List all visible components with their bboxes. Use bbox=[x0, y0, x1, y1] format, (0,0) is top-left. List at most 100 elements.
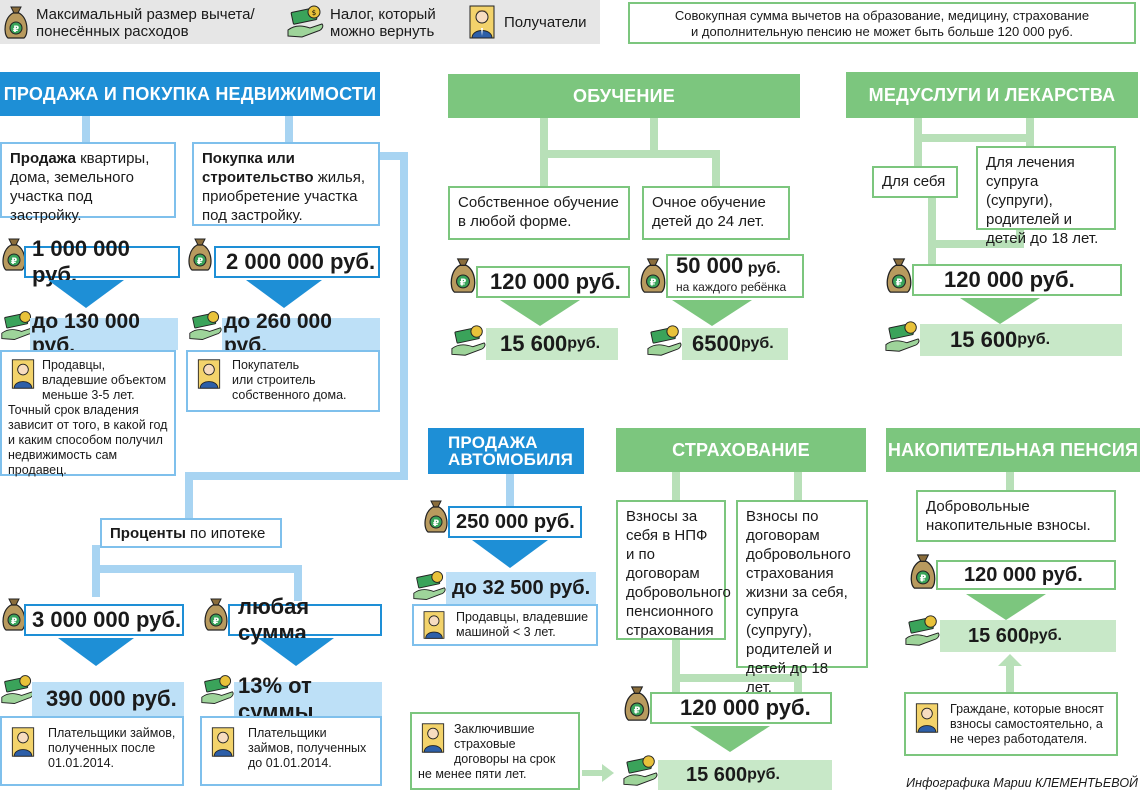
mortgage-lead: Проценты bbox=[110, 525, 186, 542]
education-own-amount-value: 120 000 руб. bbox=[490, 269, 621, 294]
connector bbox=[1026, 118, 1034, 148]
svg-text:₽: ₽ bbox=[11, 617, 17, 627]
car-refund: до 32 500 руб. bbox=[446, 572, 596, 604]
medical-refund: 15 600 руб. bbox=[920, 324, 1122, 356]
connector bbox=[378, 152, 408, 160]
sale-note: Продавцы, владевшие объектом меньше 3-5 … bbox=[0, 350, 176, 477]
connector bbox=[676, 674, 798, 682]
connector bbox=[794, 666, 802, 698]
money-bag-icon: ₽ bbox=[624, 686, 650, 721]
connector bbox=[82, 116, 90, 144]
mortgage-right-note: Плательщики займов, полученных до 01.01.… bbox=[200, 716, 382, 786]
insurance-amount: 120 000 руб. bbox=[650, 692, 832, 724]
total-limit-note: Совокупная сумма вычетов на образование,… bbox=[628, 2, 1136, 44]
car-refund-value: до 32 500 руб. bbox=[452, 576, 591, 599]
pension-refund-value: 15 600 bbox=[968, 624, 1030, 647]
connector bbox=[285, 116, 293, 144]
medical-refund-value: 15 600 bbox=[950, 327, 1018, 352]
mortgage-text: по ипотеке bbox=[185, 525, 266, 542]
purchase-lead: Покупка или строительство bbox=[202, 150, 314, 186]
car-header: ПРОДАЖА АВТОМОБИЛЯ bbox=[428, 428, 584, 474]
money-bag-icon: ₽ bbox=[910, 554, 936, 589]
money-hand-icon bbox=[885, 321, 920, 352]
svg-text:₽: ₽ bbox=[460, 278, 467, 289]
pension-contrib-box: Добровольные накопительные взносы. bbox=[916, 490, 1116, 542]
education-children-box: Очное обучение детей до 24 лет. bbox=[642, 186, 790, 240]
money-hand-icon bbox=[451, 325, 486, 356]
connector bbox=[928, 196, 936, 266]
purchase-note: Покупатель или строитель собственного до… bbox=[186, 350, 380, 412]
education-own-refund: 15 600 руб. bbox=[486, 328, 618, 360]
sale-note-text: Продавцы, владевшие объектом меньше 3-5 … bbox=[8, 358, 168, 477]
money-bag-icon: ₽ bbox=[188, 238, 212, 271]
money-hand-icon bbox=[905, 615, 940, 646]
pension-refund-unit: руб. bbox=[1029, 627, 1062, 644]
car-amount: 250 000 руб. bbox=[448, 506, 582, 538]
svg-text:₽: ₽ bbox=[896, 278, 903, 289]
realty-sale-box: Продажа квартиры, дома, земельного участ… bbox=[0, 142, 176, 224]
svg-text:₽: ₽ bbox=[197, 257, 203, 267]
down-arrow bbox=[500, 300, 580, 326]
purchase-amount: 2 000 000 руб. bbox=[214, 246, 380, 278]
connector bbox=[1006, 472, 1014, 494]
medical-self-box: Для себя bbox=[872, 166, 958, 198]
money-hand-icon bbox=[413, 571, 446, 600]
pension-amount-value: 120 000 руб. bbox=[964, 563, 1083, 586]
connector bbox=[540, 150, 720, 158]
down-arrow bbox=[472, 540, 548, 568]
education-child-amount-sub: на каждого ребёнка bbox=[676, 279, 787, 294]
mortgage-left-note-text: Плательщики займов, полученных после 01.… bbox=[48, 726, 176, 770]
connector bbox=[1016, 228, 1024, 248]
money-bag-icon: ₽ bbox=[450, 258, 476, 293]
down-arrow bbox=[966, 594, 1046, 620]
money-bag-icon: ₽ bbox=[2, 238, 26, 271]
money-hand-icon bbox=[201, 675, 234, 704]
person-icon bbox=[915, 703, 939, 733]
pension-amount: 120 000 руб. bbox=[936, 560, 1116, 590]
medical-family-box: Для лечения супруга (супруги), родителей… bbox=[976, 146, 1116, 247]
money-hand-icon bbox=[623, 755, 658, 786]
right-arrow bbox=[582, 764, 614, 782]
credit: Инфографика Марии КЛЕМЕНТЬЕВОЙ bbox=[906, 776, 1138, 790]
legend-max-deduction: Максимальный размер вычета/ понесённых р… bbox=[36, 6, 255, 40]
purchase-amount-value: 2 000 000 руб. bbox=[226, 249, 376, 274]
medical-amount: 120 000 руб. bbox=[912, 264, 1122, 296]
sale-amount: 1 000 000 руб. bbox=[24, 236, 180, 287]
mortgage-right-amount: любая сумма bbox=[228, 594, 382, 645]
connector bbox=[294, 565, 302, 601]
connector bbox=[712, 150, 720, 188]
education-own-box: Собственное обучение в любой форме. bbox=[448, 186, 630, 240]
mortgage-right-refund: 13% от суммы bbox=[234, 673, 382, 724]
car-note-text: Продавцы, владевшие машиной < 3 лет. bbox=[456, 610, 589, 639]
education-header: ОБУЧЕНИЕ bbox=[448, 74, 800, 118]
realty-header: ПРОДАЖА И ПОКУПКА НЕДВИЖИМОСТИ bbox=[0, 72, 380, 116]
insurance-header: СТРАХОВАНИЕ bbox=[616, 428, 866, 472]
connector bbox=[92, 565, 302, 573]
mortgage-left-refund: 390 000 руб. bbox=[32, 682, 184, 716]
education-own-amount: 120 000 руб. bbox=[476, 266, 630, 298]
person-icon bbox=[11, 727, 35, 757]
money-bag-icon: ₽ bbox=[204, 598, 228, 631]
insurance-refund-value: 15 600 bbox=[686, 763, 748, 786]
medical-amount-value: 120 000 руб. bbox=[944, 267, 1075, 292]
mortgage-left-refund-value: 390 000 руб. bbox=[46, 686, 177, 711]
person-icon bbox=[423, 611, 445, 639]
svg-text:₽: ₽ bbox=[650, 278, 657, 289]
money-hand-icon bbox=[1, 675, 34, 704]
money-bag-icon: ₽ bbox=[4, 6, 28, 39]
money-bag-icon: ₽ bbox=[2, 598, 26, 631]
insurance-note-text: Заключившие страховые договоры на срок н… bbox=[418, 722, 556, 781]
education-own-refund-value: 15 600 bbox=[500, 331, 568, 356]
connector bbox=[794, 472, 802, 502]
education-child-refund-value: 6500 bbox=[692, 331, 741, 356]
pension-refund: 15 600 руб. bbox=[940, 620, 1116, 652]
education-child-refund: 6500 руб. bbox=[682, 328, 788, 360]
education-child-refund-unit: руб. bbox=[740, 335, 774, 352]
car-amount-value: 250 000 руб. bbox=[456, 510, 575, 533]
connector bbox=[185, 472, 193, 520]
connector bbox=[914, 118, 922, 168]
connector bbox=[400, 152, 408, 480]
svg-text:$: $ bbox=[312, 9, 316, 17]
money-bag-icon: ₽ bbox=[424, 500, 448, 533]
insurance-refund-unit: руб. bbox=[747, 766, 780, 783]
